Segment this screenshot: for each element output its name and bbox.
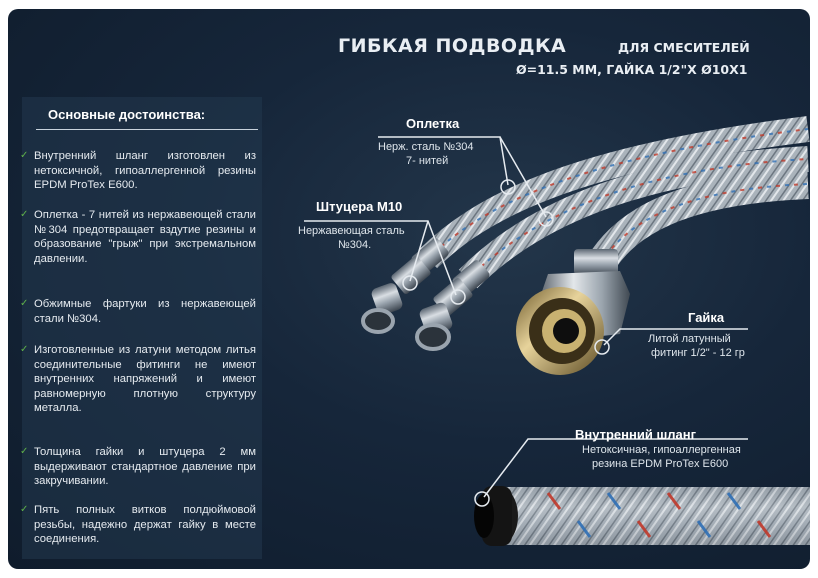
advantage-text: Толщина гайки и штуцера 2 мм выдерживают… [34, 446, 256, 488]
advantages-divider [36, 129, 258, 130]
check-icon: ✓ [20, 209, 29, 220]
product-infographic: ГИБКАЯ ПОДВОДКА ДЛЯ СМЕСИТЕЛЕЙ Ø=11.5 ММ… [8, 9, 810, 569]
advantage-item-3: ✓ Обжимные фартуки из нержавеющей стали … [20, 297, 256, 326]
callout-inner-hose-line1: Нетоксичная, гипоаллергенная [582, 444, 741, 456]
advantages-panel [22, 97, 262, 559]
hose-illustration [304, 116, 810, 546]
page-subtitle-line1: ДЛЯ СМЕСИТЕЛЕЙ [618, 40, 750, 55]
callout-braid-line2: 7- нитей [406, 155, 449, 167]
advantage-item-6: ✓ Пять полных витков полдюймовой резьбы,… [20, 503, 256, 547]
callout-braid-line1: Нерж. сталь №304 [378, 141, 474, 153]
callout-inner-hose-line2: резина EPDM ProTex E600 [592, 458, 729, 470]
callout-inner-hose-title: Внутренний шланг [575, 427, 697, 442]
inner-hose-cutaway [474, 486, 810, 546]
callout-nut-title: Гайка [688, 310, 725, 325]
callout-fitting-title: Штуцера М10 [316, 199, 403, 214]
page-title: ГИБКАЯ ПОДВОДКА [338, 35, 567, 57]
callout-braid-title: Оплетка [406, 116, 460, 131]
advantage-text: Внутренний шланг изготовлен из нетоксичн… [34, 150, 256, 192]
advantage-text: Обжимные фартуки из нержавеющей стали №3… [34, 298, 256, 325]
callout-fitting-line1: Нержавеющая сталь [298, 225, 405, 237]
advantage-text: Изготовленные из латуни методом литья со… [34, 344, 256, 415]
advantage-item-2: ✓ Оплетка - 7 нитей из нержавеющей стали… [20, 208, 256, 266]
check-icon: ✓ [20, 446, 29, 457]
advantage-item-5: ✓ Толщина гайки и штуцера 2 мм выдержива… [20, 445, 256, 489]
page-subtitle-line2: Ø=11.5 ММ, ГАЙКА 1/2"Х Ø10Х1 [516, 62, 748, 77]
advantage-item-1: ✓ Внутренний шланг изготовлен из нетокси… [20, 149, 256, 193]
check-icon: ✓ [20, 344, 29, 355]
advantages-heading: Основные достоинства: [48, 107, 206, 122]
fitting-2 [415, 260, 490, 351]
callout-nut-line2: фитинг 1/2" - 12 гр [651, 347, 745, 359]
check-icon: ✓ [20, 298, 29, 309]
advantage-item-4: ✓ Изготовленные из латуни методом литья … [20, 343, 256, 416]
nut-fitting [516, 249, 630, 375]
callout-nut-line1: Литой латунный [648, 333, 731, 345]
check-icon: ✓ [20, 504, 29, 515]
callout-lines [304, 136, 748, 507]
check-icon: ✓ [20, 150, 29, 161]
callout-fitting-line2: №304. [338, 239, 372, 251]
advantage-text: Пять полных витков полдюймовой резьбы, н… [34, 504, 256, 546]
advantage-text: Оплетка - 7 нитей из нержавеющей стали №… [34, 209, 256, 265]
fitting-1 [361, 238, 449, 334]
